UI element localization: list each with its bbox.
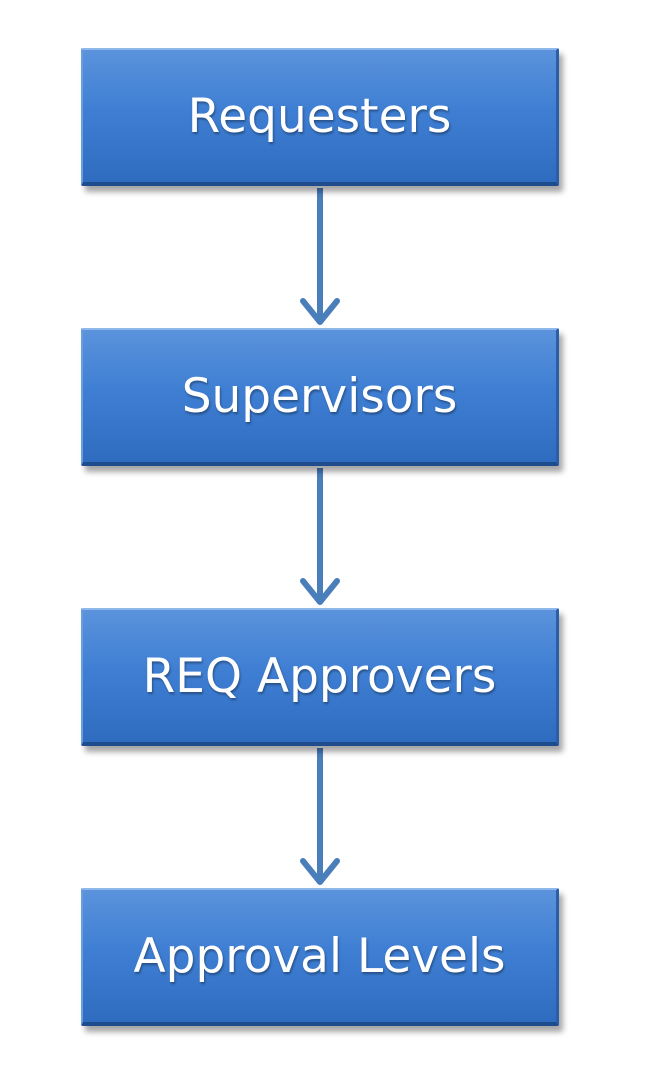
node-req-approvers: REQ Approvers bbox=[81, 608, 559, 746]
node-requesters: Requesters bbox=[81, 48, 559, 186]
node-label: Approval Levels bbox=[133, 928, 506, 984]
arrow-requesters-to-supervisors bbox=[300, 188, 340, 325]
node-label: Requesters bbox=[187, 88, 452, 144]
arrow-req-approvers-to-approval-levels bbox=[300, 748, 340, 885]
node-label: REQ Approvers bbox=[142, 648, 497, 704]
node-label: Supervisors bbox=[181, 368, 458, 424]
node-supervisors: Supervisors bbox=[81, 328, 559, 466]
arrow-supervisors-to-req-approvers bbox=[300, 468, 340, 605]
node-approval-levels: Approval Levels bbox=[81, 888, 559, 1026]
